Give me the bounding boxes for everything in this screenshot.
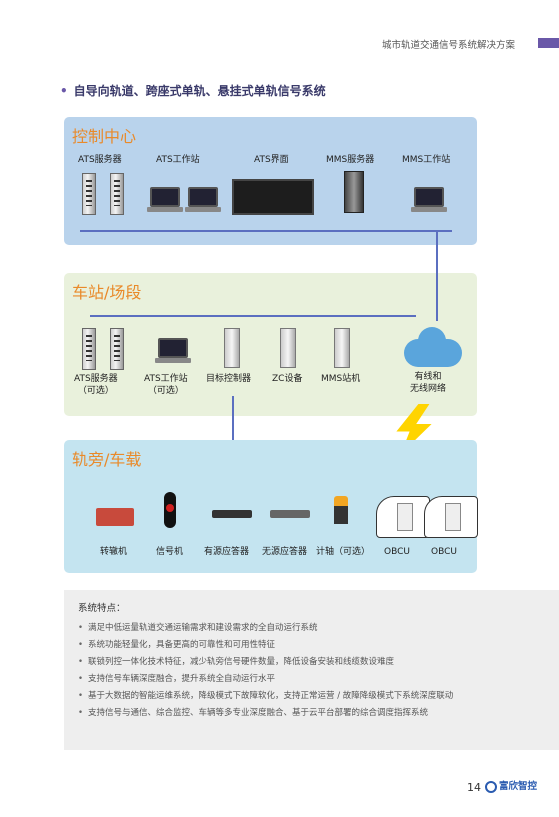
server-icon [82,328,96,370]
feature-item: 联锁列控一体化技术特征，减少轨旁信号硬件数量，降低设备安装和线缆数设难度 [78,654,548,671]
feature-item: 满足中低运量轨道交通运输需求和建设需求的全自动运行系统 [78,620,548,637]
train-car-icon [424,496,478,538]
brand-name: 富欣智控 [498,781,537,792]
station-panel: 车站/场段 ATS服务器 （可选） ATS工作站 （可选） 目标控制器 ZC设备… [64,273,477,416]
ats-server-optional-label: ATS服务器 （可选） [74,374,118,396]
server-icon [82,173,96,215]
trackside-panel: 轨旁/车载 转辙机 信号机 有源应答器 无源应答器 计轴（可选） OBCU OB… [64,440,478,573]
passive-balise-icon [270,510,310,518]
network-cloud-icon [404,327,462,367]
server-icon [110,328,124,370]
mms-server-label: MMS服务器 [326,155,375,165]
brand-logo-icon [485,781,497,793]
axle-counter-label: 计轴（可选） [316,547,371,557]
mms-workstation-label: MMS工作站 [402,155,451,165]
feature-item: 系统功能轻量化，具备更高的可靠性和可用性特征 [78,637,548,654]
feature-item: 支持信号与通信、综合监控、车辆等多专业深度融合、基于云平台部署的综合调度指挥系统 [78,705,548,722]
obcu-label: OBCU [384,547,410,557]
features-title: 系统特点： [78,603,126,614]
server-icon [110,173,124,215]
network-label: 有线和 无线网络 [410,372,447,394]
trackside-title: 轨旁/车载 [72,450,142,469]
mms-station-icon [334,328,350,368]
ats-workstation-label: ATS工作站 [156,155,200,165]
station-bus-line [90,315,416,317]
active-balise-icon [212,510,252,518]
signal-icon [164,492,176,528]
ats-interface-label: ATS界面 [254,155,289,165]
station-title: 车站/场段 [72,283,142,302]
switch-machine-icon [96,508,134,526]
laptop-icon [155,338,191,363]
control-center-panel: 控制中心 ATS服务器 ATS工作站 ATS界面 MMS服务器 MMS工作站 [64,117,477,245]
target-controller-label: 目标控制器 [206,374,252,384]
laptop-icon [411,187,447,212]
zc-device-icon [280,328,296,368]
header-accent-bar [538,38,559,48]
header-title: 城市轨道交通信号系统解决方案 [381,40,515,51]
obcu-label: OBCU [431,547,457,557]
ats-screen-icon [232,179,314,215]
features-box: 系统特点： 满足中低运量轨道交通运输需求和建设需求的全自动运行系统 系统功能轻量… [64,590,559,750]
train-car-icon [376,496,430,538]
section-title: • 自导向轨道、跨座式单轨、悬挂式单轨信号系统 [60,82,326,99]
mms-server-icon [344,171,364,213]
page-number: 14 [467,781,481,794]
switch-machine-label: 转辙机 [100,547,128,557]
control-bus-line [80,230,452,232]
mms-station-label: MMS站机 [321,374,361,384]
passive-balise-label: 无源应答器 [262,547,308,557]
ats-server-label: ATS服务器 [78,155,122,165]
section-title-text: 自导向轨道、跨座式单轨、悬挂式单轨信号系统 [73,84,326,98]
control-center-title: 控制中心 [72,127,137,146]
active-balise-label: 有源应答器 [204,547,250,557]
section-bullet: • [60,84,68,98]
control-station-link [436,231,438,321]
feature-item: 基于大数据的智能运维系统，降级模式下故障软化，支持正常运营 / 故障降级模式下系… [78,688,548,705]
features-list: 满足中低运量轨道交通运输需求和建设需求的全自动运行系统 系统功能轻量化，具备更高… [78,620,548,722]
feature-item: 支持信号车辆深度融合，提升系统全自动运行水平 [78,671,548,688]
axle-counter-icon [334,496,348,524]
ats-workstation-optional-label: ATS工作站 （可选） [144,374,188,396]
zc-device-label: ZC设备 [272,374,303,384]
target-controller-icon [224,328,240,368]
laptop-icon [185,187,221,212]
laptop-icon [147,187,183,212]
signal-label: 信号机 [156,547,184,557]
